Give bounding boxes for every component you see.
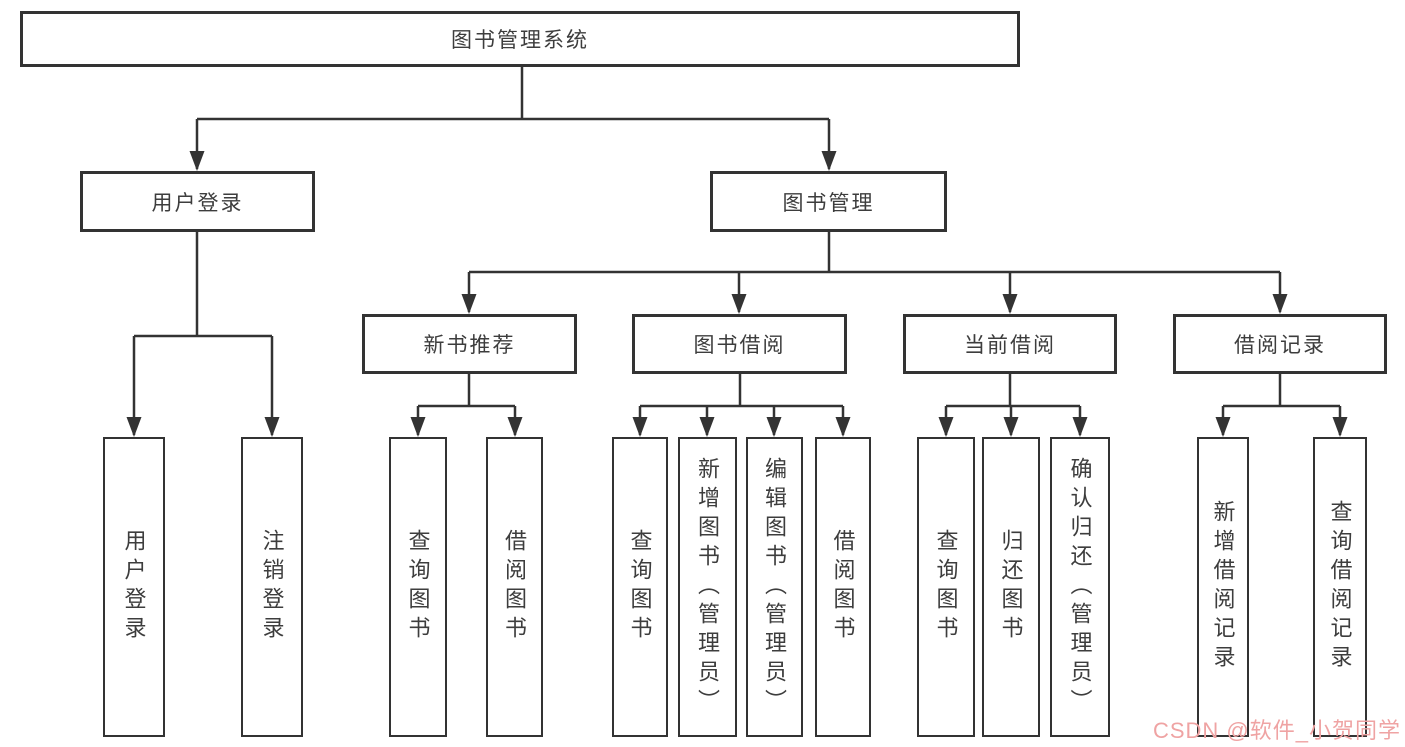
leaf-user-login: 用户登录 — [103, 437, 165, 737]
connector-book-borrowing-to-leaves — [638, 373, 845, 435]
leaf-query-borrow-record-label: 查询借阅记录 — [1327, 500, 1353, 674]
node-root: 图书管理系统 — [20, 11, 1020, 67]
node-borrow-records-label: 借阅记录 — [1234, 334, 1326, 357]
leaf-logout: 注销登录 — [241, 437, 303, 737]
node-book-borrowing-label: 图书借阅 — [693, 334, 786, 357]
connector-book-management-to-level3 — [467, 231, 1282, 312]
arrow-down-icon — [461, 294, 477, 314]
connector-borrow-records-to-leaves — [1221, 373, 1342, 435]
node-book-management-label: 图书管理 — [782, 191, 875, 215]
node-new-book-recommend: 新书推荐 — [362, 314, 577, 374]
leaf-query-borrow-record: 查询借阅记录 — [1313, 437, 1367, 737]
arrow-down-icon — [632, 417, 648, 437]
leaf-borrow-book-1: 借阅图书 — [486, 437, 543, 737]
connector-current-borrowing-to-leaves — [944, 373, 1082, 435]
arrow-down-icon — [1215, 417, 1231, 437]
leaf-add-borrow-record-label: 新增借阅记录 — [1210, 500, 1236, 674]
arrow-down-icon — [1002, 294, 1018, 314]
leaf-add-book-admin-label: 新增图书（管理员） — [695, 456, 721, 718]
arrow-down-icon — [1272, 294, 1288, 314]
leaf-query-book-3-label: 查询图书 — [933, 529, 959, 645]
leaf-return-book-label: 归还图书 — [998, 529, 1024, 645]
node-current-borrowing: 当前借阅 — [903, 314, 1117, 374]
leaf-borrow-book-1-label: 借阅图书 — [502, 529, 528, 645]
node-borrow-records: 借阅记录 — [1173, 314, 1387, 374]
leaf-add-borrow-record: 新增借阅记录 — [1197, 437, 1249, 737]
leaf-edit-book-admin: 编辑图书（管理员） — [746, 437, 803, 737]
node-book-management: 图书管理 — [710, 171, 947, 232]
arrow-down-icon — [126, 417, 142, 437]
connector-user-login-to-leaves — [132, 231, 274, 435]
leaf-query-book-3: 查询图书 — [917, 437, 975, 737]
node-user-login-label: 用户登录 — [151, 191, 244, 215]
leaf-confirm-return-admin-label: 确认归还（管理员） — [1067, 456, 1093, 718]
node-user-login: 用户登录 — [80, 171, 315, 232]
node-book-borrowing: 图书借阅 — [632, 314, 847, 374]
arrow-down-icon — [1003, 417, 1019, 437]
node-new-book-recommend-label: 新书推荐 — [423, 334, 516, 357]
node-root-label: 图书管理系统 — [451, 29, 589, 52]
arrow-down-icon — [264, 417, 280, 437]
leaf-borrow-book-2: 借阅图书 — [815, 437, 871, 737]
leaf-add-book-admin: 新增图书（管理员） — [678, 437, 737, 737]
connector-new-book-recommend-to-leaves — [416, 373, 517, 435]
arrow-down-icon — [1072, 417, 1088, 437]
leaf-user-login-label: 用户登录 — [121, 529, 147, 645]
leaf-logout-label: 注销登录 — [259, 529, 285, 645]
leaf-query-book-1: 查询图书 — [389, 437, 447, 737]
leaf-edit-book-admin-label: 编辑图书（管理员） — [762, 456, 788, 718]
leaf-query-book-1-label: 查询图书 — [405, 529, 431, 645]
arrow-down-icon — [1332, 417, 1348, 437]
node-current-borrowing-label: 当前借阅 — [964, 334, 1056, 357]
arrow-down-icon — [507, 417, 523, 437]
leaf-query-book-2-label: 查询图书 — [627, 529, 653, 645]
arrow-down-icon — [731, 294, 747, 314]
watermark: CSDN @软件_小贺同学 — [1152, 718, 1401, 743]
arrow-down-icon — [189, 151, 205, 171]
leaf-query-book-2: 查询图书 — [612, 437, 668, 737]
arrow-down-icon — [699, 417, 715, 437]
arrow-down-icon — [938, 417, 954, 437]
leaf-confirm-return-admin: 确认归还（管理员） — [1050, 437, 1110, 737]
leaf-borrow-book-2-label: 借阅图书 — [830, 529, 856, 645]
arrow-down-icon — [410, 417, 426, 437]
arrow-down-icon — [835, 417, 851, 437]
connector-root-to-level2 — [195, 66, 831, 169]
arrow-down-icon — [821, 151, 837, 171]
arrow-down-icon — [766, 417, 782, 437]
leaf-return-book: 归还图书 — [982, 437, 1040, 737]
